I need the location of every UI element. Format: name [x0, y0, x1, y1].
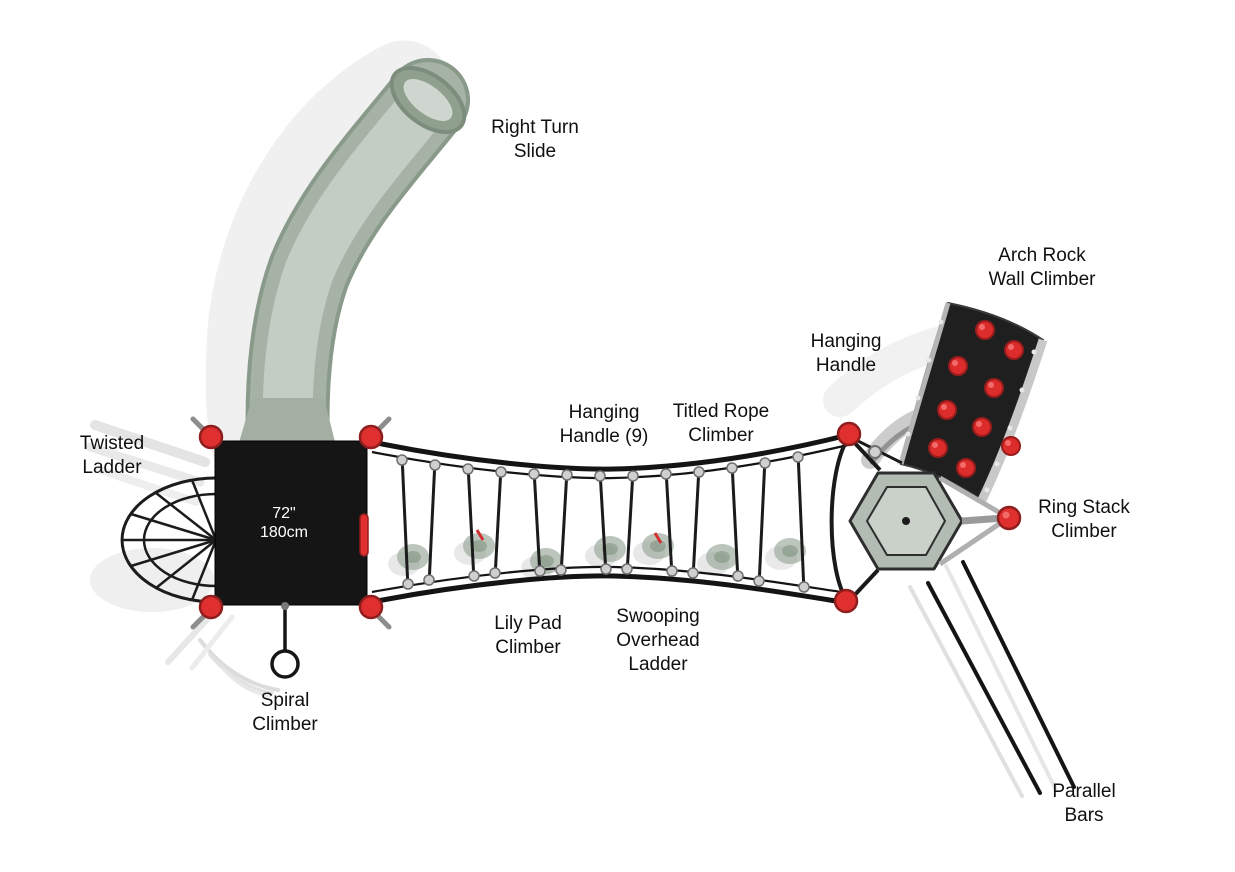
arch-rock-wall-climber-graphic: [861, 301, 1048, 502]
lily-pad-climber-graphic: [388, 529, 806, 580]
rock-holds: [928, 320, 1024, 478]
hex-platform-graphic: [829, 421, 964, 614]
twisted-ladder-graphic: [120, 476, 218, 604]
panel-bolts: [896, 319, 1037, 493]
spiral-climber-graphic: [270, 605, 300, 679]
slide-tube-opening-inner: [403, 79, 453, 121]
hex-posts: [833, 421, 862, 614]
parallel-bars-graphic: [926, 560, 1076, 795]
main-platform-graphic: [190, 416, 392, 630]
right-turn-slide-graphic: [238, 58, 470, 488]
hanging-handle-single: [868, 445, 882, 459]
hanging-handles-graphic: [396, 451, 810, 593]
slide-exit-flare: [238, 398, 336, 446]
titled-rope-climber-graphic: [400, 451, 806, 593]
platform-posts: [198, 424, 384, 620]
ring-stack-climber-graphic: [938, 475, 1022, 567]
rope-climber-anchor: [359, 513, 369, 557]
swooping-overhead-ladder-graphic: [371, 432, 849, 606]
platform-deck: [214, 440, 368, 606]
